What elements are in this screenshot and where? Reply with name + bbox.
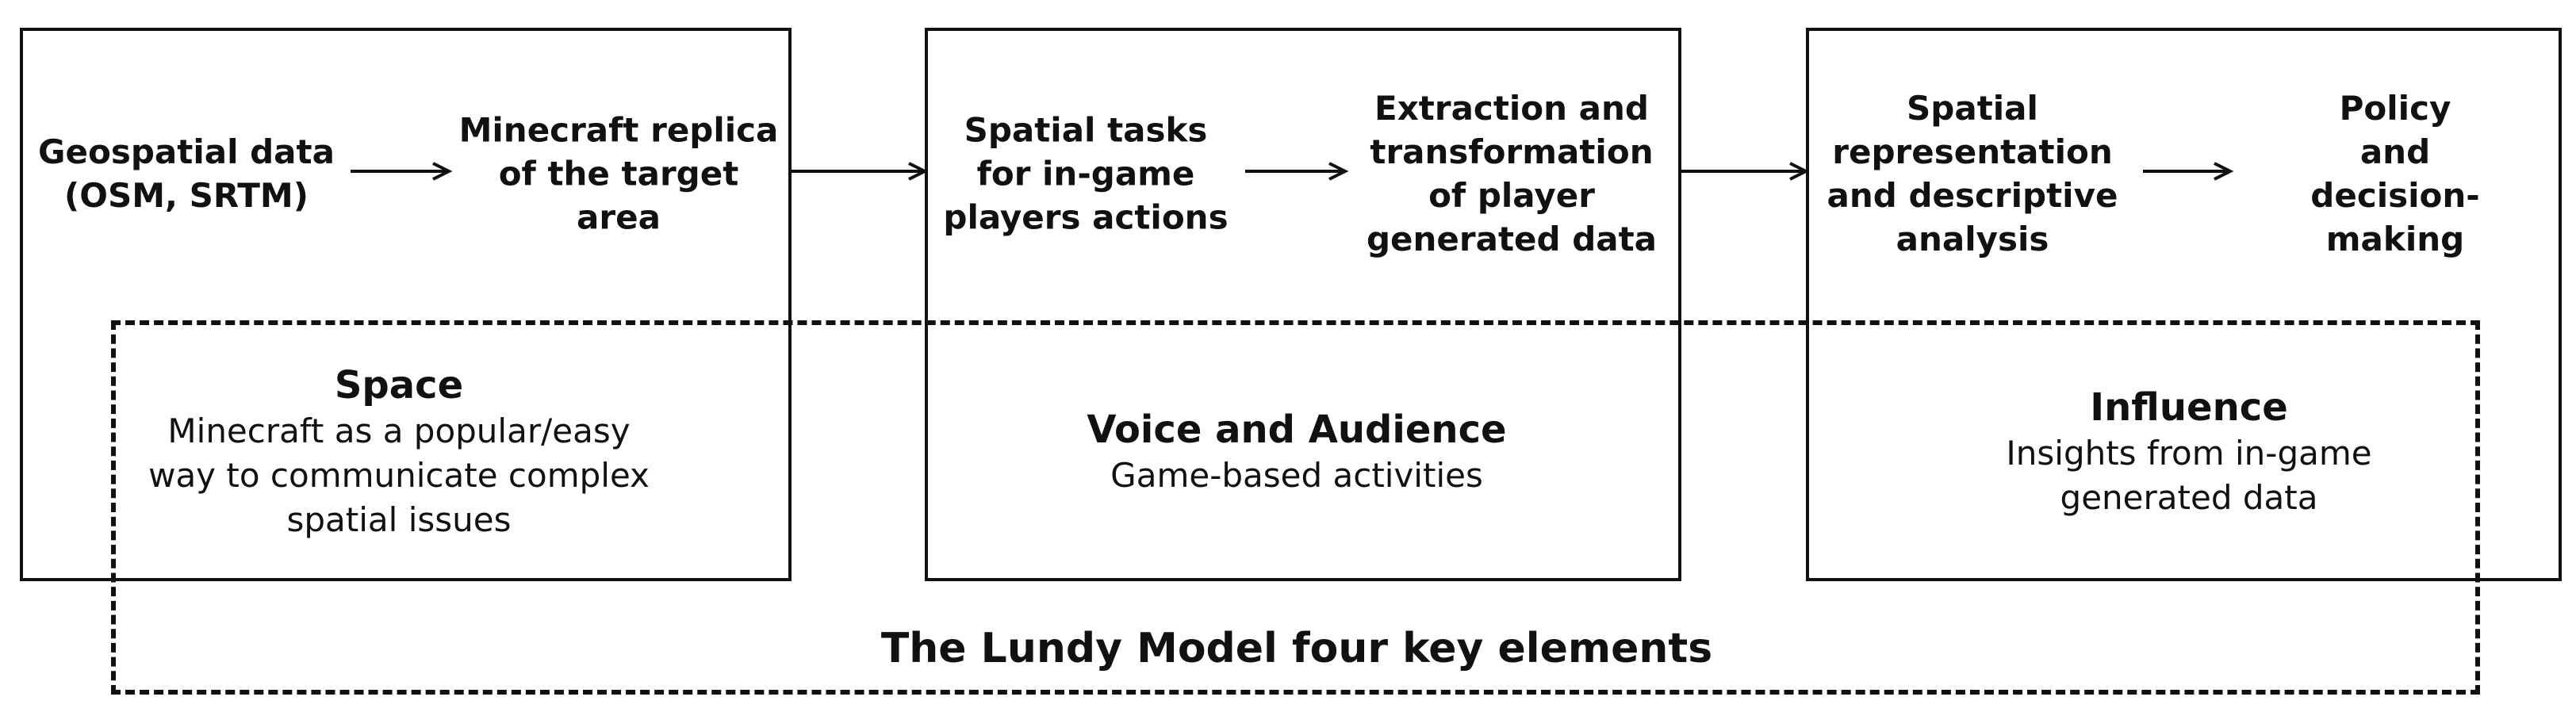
section-space: Space Minecraft as a popular/easy way to…	[148, 362, 650, 542]
node-spatial-tasks: Spatial tasks for in-game players action…	[943, 110, 1229, 237]
section-influence-title: Influence	[2090, 385, 2288, 430]
node-extraction-transformation: Extraction and transformation of player …	[1366, 89, 1658, 258]
arrow-tasks-to-extraction	[1245, 162, 1349, 181]
arrow-geospatial-to-replica	[351, 162, 453, 181]
arrow-replica-to-tasks	[792, 162, 929, 181]
stage-box-space	[20, 28, 792, 581]
node-minecraft-replica: Minecraft replica of the target area	[458, 110, 779, 237]
node-geospatial-data: Geospatial data (OSM, SRTM)	[38, 132, 335, 215]
arrow-extraction-to-representation	[1681, 162, 1810, 181]
section-space-description: Minecraft as a popular/easy way to commu…	[148, 412, 650, 539]
section-voice-title: Voice and Audience	[1087, 408, 1507, 452]
section-influence-description: Insights from in-game generated data	[2006, 434, 2372, 517]
node-policy-decision: Policy and decision-making	[2310, 89, 2480, 258]
section-voice-audience: Voice and Audience Game-based activities	[1087, 406, 1506, 498]
arrow-representation-to-policy	[2143, 162, 2234, 181]
diagram-footer-title: The Lundy Model four key elements	[880, 625, 1713, 672]
section-influence: Influence Insights from in-game generate…	[2006, 384, 2371, 520]
stage-box-voice	[925, 28, 1681, 581]
node-spatial-representation: Spatial representation and descriptive a…	[1827, 89, 2118, 258]
lundy-model-dashed-frame	[111, 320, 2480, 695]
section-space-title: Space	[334, 363, 464, 408]
stage-box-influence	[1806, 28, 2562, 581]
section-voice-description: Game-based activities	[1110, 456, 1483, 495]
